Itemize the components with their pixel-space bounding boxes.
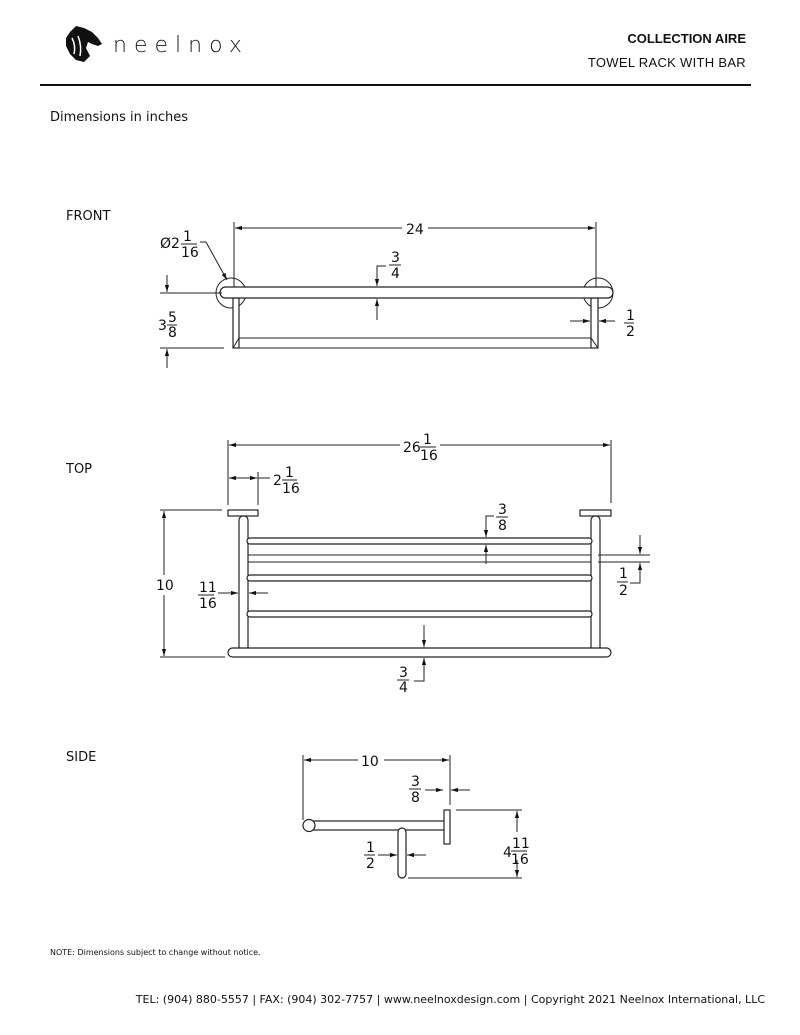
svg-text:3: 3 bbox=[158, 318, 167, 334]
top-view-label: TOP bbox=[66, 462, 93, 477]
svg-text:16: 16 bbox=[282, 481, 300, 497]
svg-text:1: 1 bbox=[285, 465, 294, 481]
top-view-drawing: 26 1 16 2 1 16 10 bbox=[156, 432, 650, 696]
header-divider bbox=[40, 84, 751, 86]
side-height-dim: 4 11 16 bbox=[408, 809, 530, 879]
svg-text:4: 4 bbox=[399, 680, 408, 696]
svg-text:3: 3 bbox=[498, 502, 507, 518]
collection-title: COLLECTION AIRE bbox=[627, 31, 746, 46]
svg-text:16: 16 bbox=[199, 596, 217, 612]
side-view-drawing: 10 3 8 4 11 16 1 2 bbox=[302, 754, 530, 879]
svg-text:10: 10 bbox=[156, 578, 174, 594]
top-gap-dim: 1 2 bbox=[598, 535, 650, 599]
svg-text:16: 16 bbox=[511, 852, 529, 868]
svg-text:16: 16 bbox=[181, 245, 199, 261]
svg-text:11: 11 bbox=[199, 580, 217, 596]
svg-text:2: 2 bbox=[273, 473, 282, 489]
front-view-drawing: 24 Ø2 1 16 3 4 3 5 bbox=[158, 222, 635, 368]
svg-text:8: 8 bbox=[498, 518, 507, 534]
top-post-dim: 11 16 bbox=[198, 580, 268, 612]
front-width-dim: 24 bbox=[406, 222, 424, 238]
side-view-label: SIDE bbox=[66, 750, 97, 765]
svg-text:8: 8 bbox=[168, 325, 177, 341]
front-bar-dim: 3 4 bbox=[374, 250, 401, 320]
svg-text:3: 3 bbox=[411, 774, 420, 790]
svg-text:1: 1 bbox=[619, 566, 628, 582]
front-diameter-dim: Ø2 1 16 bbox=[160, 229, 228, 281]
side-depth-dim: 10 bbox=[361, 754, 379, 770]
svg-text:2: 2 bbox=[619, 583, 628, 599]
top-rail-dim: 3 8 bbox=[483, 502, 508, 564]
contact-footer: TEL: (904) 880-5557 | FAX: (904) 302-775… bbox=[135, 993, 765, 1006]
top-depth-dim: 10 bbox=[156, 509, 225, 658]
svg-text:1: 1 bbox=[423, 432, 432, 448]
svg-text:Ø2: Ø2 bbox=[160, 236, 180, 252]
svg-text:1: 1 bbox=[366, 840, 375, 856]
svg-text:1: 1 bbox=[626, 308, 635, 324]
svg-text:4: 4 bbox=[503, 845, 512, 861]
svg-text:1: 1 bbox=[183, 229, 192, 245]
svg-text:8: 8 bbox=[411, 790, 420, 806]
top-width-dim: 26 1 16 bbox=[403, 432, 438, 464]
svg-text:4: 4 bbox=[391, 266, 400, 282]
svg-text:2: 2 bbox=[626, 324, 635, 340]
front-view-label: FRONT bbox=[66, 209, 111, 224]
svg-text:5: 5 bbox=[168, 310, 177, 326]
top-bar-dim: 3 4 bbox=[397, 625, 427, 696]
units-note: Dimensions in inches bbox=[50, 110, 188, 125]
top-mount-dim: 2 1 16 bbox=[229, 465, 300, 505]
svg-text:16: 16 bbox=[420, 448, 438, 464]
side-post-dim: 1 2 bbox=[364, 840, 426, 872]
svg-text:26: 26 bbox=[403, 440, 421, 456]
side-plate-dim: 3 8 bbox=[409, 774, 470, 806]
neelnox-logo-horse-icon bbox=[62, 24, 104, 68]
front-post-dim: 1 2 bbox=[570, 308, 635, 340]
svg-text:3: 3 bbox=[391, 250, 400, 266]
svg-text:2: 2 bbox=[366, 856, 375, 872]
brand-name: neelnox bbox=[113, 33, 249, 58]
front-height-dim: 3 5 8 bbox=[158, 275, 224, 368]
svg-text:3: 3 bbox=[399, 665, 408, 681]
disclaimer-note: NOTE: Dimensions subject to change witho… bbox=[50, 948, 261, 957]
product-title: TOWEL RACK WITH BAR bbox=[587, 55, 746, 70]
svg-text:11: 11 bbox=[512, 836, 530, 852]
